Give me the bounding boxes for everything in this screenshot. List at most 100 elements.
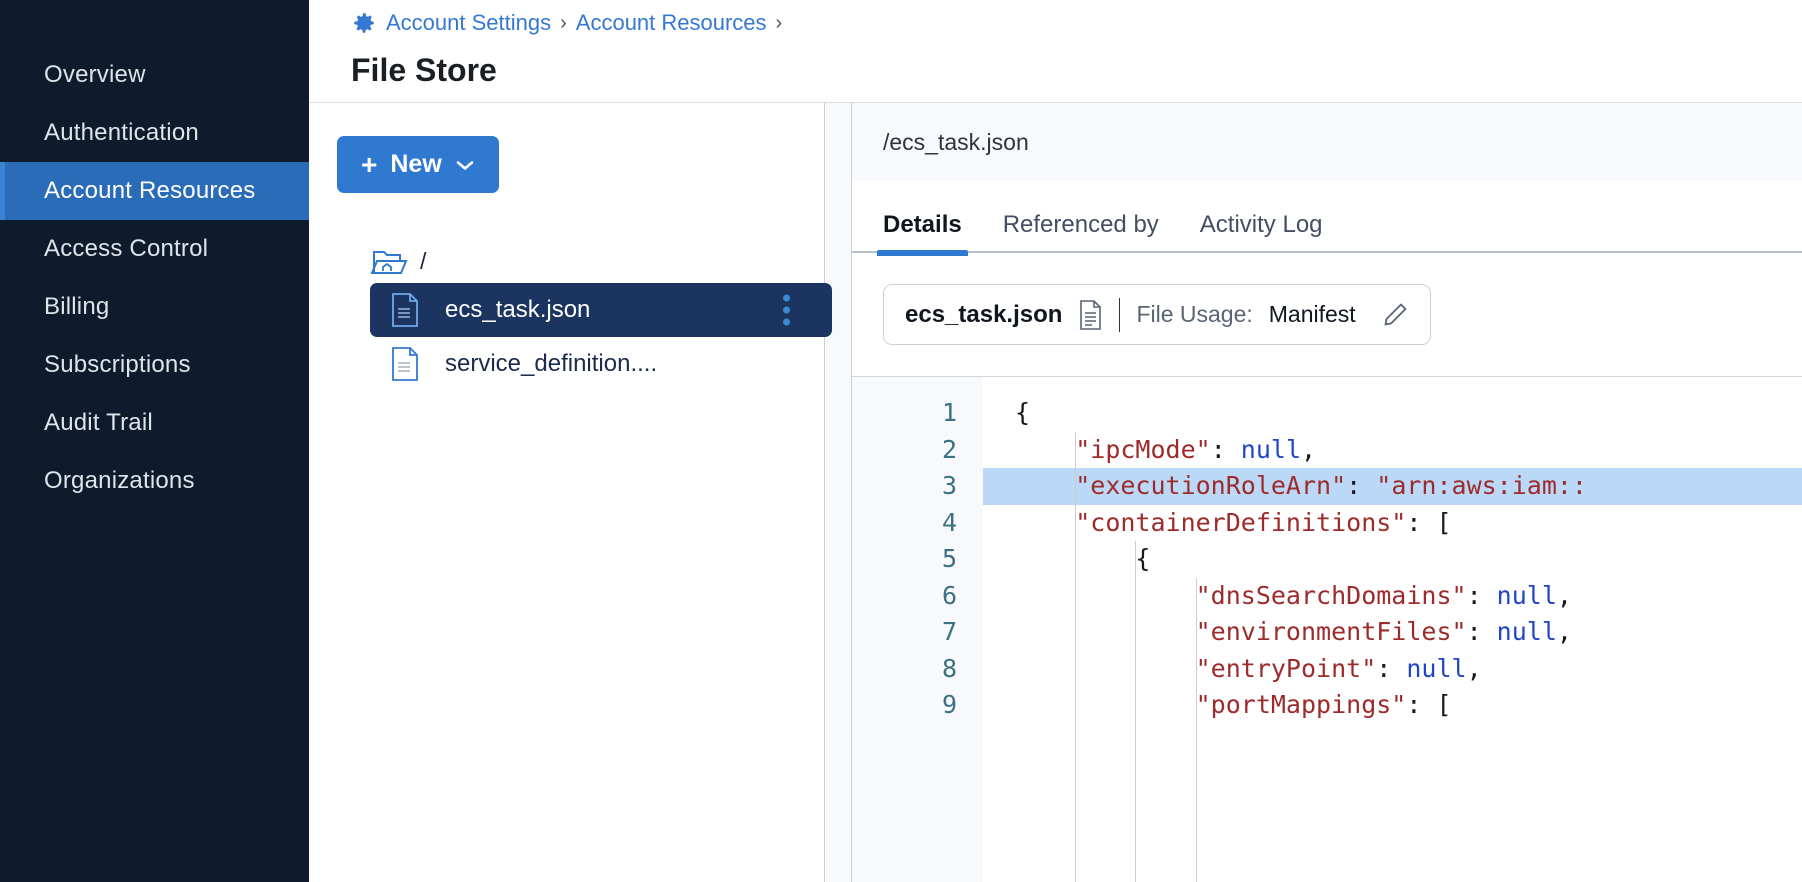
code-token: null: [1496, 580, 1557, 610]
breadcrumb-separator: ›: [560, 11, 567, 34]
pane-divider-2: [851, 103, 852, 882]
code-line[interactable]: "executionRoleArn": "arn:aws:iam::: [983, 468, 1802, 505]
sidebar-item-label: Access Control: [44, 235, 209, 262]
detail-tabs: Details Referenced by Activity Log: [852, 181, 1802, 256]
line-number: 9: [941, 690, 957, 719]
code-token: :: [1210, 434, 1241, 464]
code-line[interactable]: "portMappings": [: [983, 687, 1802, 724]
usage-value: Manifest: [1268, 301, 1356, 327]
sidebar-item-label: Billing: [44, 293, 110, 320]
usage-label: File Usage:: [1136, 301, 1253, 327]
usage-file-name: ecs_task.json: [905, 300, 1063, 328]
breadcrumb-separator-trailing: ›: [775, 11, 783, 34]
plus-icon: +: [361, 148, 378, 180]
sidebar-item-label: Overview: [44, 61, 146, 88]
sidebar-item-organizations[interactable]: Organizations: [0, 452, 309, 510]
code-token: null: [1496, 617, 1557, 646]
code-token: "arn:aws:iam::: [1376, 471, 1587, 500]
sidebar-item-audit-trail[interactable]: Audit Trail: [0, 394, 309, 452]
file-tree-item[interactable]: service_definition....: [370, 337, 832, 391]
file-path-bar: /ecs_task.json: [852, 103, 1802, 181]
pane-resizer[interactable]: [825, 103, 851, 882]
line-number: 7: [941, 617, 957, 646]
tab-referenced-by[interactable]: Referenced by: [1002, 211, 1159, 238]
code-content[interactable]: { "ipcMode": null, "executionRoleArn": "…: [983, 377, 1802, 882]
line-number: 5: [941, 544, 957, 573]
file-usage-section: ecs_task.json File Usage: Manifest: [852, 253, 1802, 345]
sidebar-item-account-resources[interactable]: Account Resources: [0, 162, 309, 220]
code-line[interactable]: "containerDefinitions": [: [983, 505, 1802, 542]
sidebar-item-overview[interactable]: Overview: [0, 46, 309, 104]
panes: + New: [309, 103, 1802, 882]
page-header: Account Settings › Account Resources › F…: [309, 0, 1802, 103]
code-token: "containerDefinitions": [1075, 507, 1407, 537]
code-token: "entryPoint": [1195, 653, 1377, 683]
file-icon: [391, 347, 419, 381]
indent-guide: [1075, 431, 1077, 882]
line-number: 1: [941, 398, 957, 427]
sidebar-item-billing[interactable]: Billing: [0, 278, 309, 336]
pane-divider: [824, 103, 825, 882]
open-folder-home-icon: [370, 245, 408, 277]
code-token: :: [1376, 653, 1407, 683]
line-number: 2: [941, 434, 957, 464]
sidebar-item-label: Account Resources: [44, 177, 256, 204]
chevron-down-icon: [455, 159, 475, 171]
line-number: 4: [941, 507, 957, 537]
line-number: 3: [941, 471, 957, 500]
code-line[interactable]: "ipcMode": null,: [983, 432, 1802, 469]
code-line[interactable]: {: [983, 541, 1802, 578]
code-token: ,: [1556, 580, 1572, 610]
code-token: ,: [1301, 434, 1317, 464]
file-path: /ecs_task.json: [883, 128, 1029, 155]
file-name-label: service_definition....: [445, 350, 658, 377]
tab-details[interactable]: Details: [877, 211, 968, 256]
breadcrumb-item-account-settings[interactable]: Account Settings: [386, 10, 552, 35]
kebab-menu-icon[interactable]: [783, 294, 790, 326]
code-token: ,: [1466, 653, 1482, 683]
code-token: : [: [1406, 690, 1452, 719]
file-tree: / ecs_task.json service_definition....: [337, 239, 832, 391]
code-token: {: [1135, 544, 1151, 573]
sidebar-item-subscriptions[interactable]: Subscriptions: [0, 336, 309, 394]
indent-guide: [1135, 541, 1137, 882]
code-token: :: [1466, 580, 1497, 610]
code-token: :: [1346, 471, 1377, 500]
code-token: null: [1240, 434, 1302, 464]
sidebar-item-authentication[interactable]: Authentication: [0, 104, 309, 162]
new-button[interactable]: + New: [337, 136, 499, 193]
file-tree-item[interactable]: ecs_task.json: [370, 283, 832, 337]
sidebar-item-label: Subscriptions: [44, 351, 191, 378]
code-token: null: [1406, 653, 1467, 683]
tab-activity-log[interactable]: Activity Log: [1199, 211, 1323, 238]
code-line[interactable]: "environmentFiles": null,: [983, 614, 1802, 651]
code-token: "environmentFiles": [1195, 617, 1467, 646]
code-token: ,: [1556, 617, 1572, 646]
tree-root-label: /: [420, 247, 427, 274]
code-token: "dnsSearchDomains": [1195, 580, 1467, 610]
code-line[interactable]: {: [983, 395, 1802, 432]
document-icon: [1078, 299, 1103, 330]
code-token: "portMappings": [1195, 690, 1407, 719]
code-token: :: [1466, 617, 1497, 646]
code-line[interactable]: "entryPoint": null,: [983, 651, 1802, 688]
file-tree-pane: + New: [309, 103, 832, 882]
indent-guide: [1195, 577, 1197, 882]
pencil-icon[interactable]: [1372, 301, 1409, 328]
file-usage-card: ecs_task.json File Usage: Manifest: [883, 284, 1431, 345]
code-line[interactable]: "dnsSearchDomains": null,: [983, 578, 1802, 615]
sidebar-item-label: Audit Trail: [44, 409, 153, 436]
line-number: 6: [941, 580, 957, 610]
code-token: : [: [1406, 507, 1452, 537]
code-token: "ipcMode": [1075, 434, 1211, 464]
code-token: {: [1015, 398, 1031, 427]
tree-root-folder[interactable]: /: [337, 239, 824, 283]
file-icon: [391, 293, 419, 327]
sidebar-item-access-control[interactable]: Access Control: [0, 220, 309, 278]
breadcrumb-item-account-resources[interactable]: Account Resources: [575, 10, 767, 35]
gear-icon: [351, 10, 377, 36]
content-area: Account Settings › Account Resources › F…: [309, 0, 1802, 882]
